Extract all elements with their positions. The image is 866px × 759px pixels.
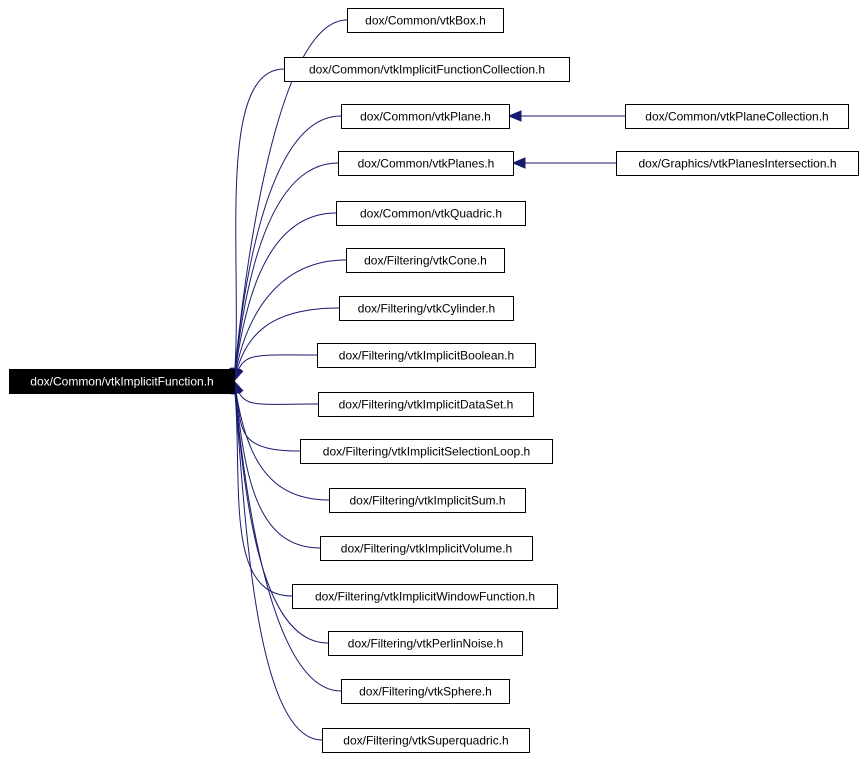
node-box xyxy=(616,151,859,176)
node-label: dox/Filtering/vtkImplicitDataSet.h xyxy=(339,398,514,412)
edge-n7-to-root xyxy=(233,354,318,382)
edge-n1-to-root xyxy=(233,68,285,382)
node-label: dox/Filtering/vtkImplicitBoolean.h xyxy=(339,349,514,363)
node-box xyxy=(346,248,505,273)
graph-node[interactable]: dox/Common/vtkBox.h xyxy=(347,8,504,33)
node-box xyxy=(341,104,510,129)
graph-node[interactable]: dox/Filtering/vtkImplicitSelectionLoop.h xyxy=(300,439,553,464)
node-box xyxy=(292,584,558,609)
graph-node[interactable]: dox/Filtering/vtkCylinder.h xyxy=(339,296,514,321)
node-label: dox/Common/vtkQuadric.h xyxy=(360,207,502,221)
graph-node[interactable]: dox/Filtering/vtkCone.h xyxy=(346,248,505,273)
graph-node[interactable]: dox/Filtering/vtkPerlinNoise.h xyxy=(328,631,523,656)
node-label: dox/Filtering/vtkImplicitWindowFunction.… xyxy=(315,590,535,604)
node-label: dox/Filtering/vtkPerlinNoise.h xyxy=(348,637,503,651)
nodes-layer: dox/Common/vtkBox.h dox/Common/vtkImplici… xyxy=(9,8,859,753)
node-label: dox/Common/vtkPlaneCollection.h xyxy=(645,110,828,124)
node-box xyxy=(322,728,530,753)
edge-n9-to-root xyxy=(233,380,301,452)
node-box xyxy=(341,679,510,704)
edge-n3-to-root xyxy=(233,162,339,382)
edge-n8-to-root xyxy=(233,380,319,405)
graph-node[interactable]: dox/Common/vtkQuadric.h xyxy=(336,201,526,226)
graph-node[interactable]: dox/Filtering/vtkImplicitBoolean.h xyxy=(317,343,536,368)
node-box xyxy=(336,201,526,226)
node-box xyxy=(339,296,514,321)
node-label: dox/Common/vtkBox.h xyxy=(365,14,486,28)
edge-n4-to-root xyxy=(233,212,337,382)
arrowhead-n16-to-n2 xyxy=(507,110,522,122)
node-label: dox/Filtering/vtkImplicitSelectionLoop.h xyxy=(323,445,530,459)
node-box xyxy=(328,631,523,656)
edge-n6-to-root xyxy=(233,307,340,382)
edges-layer xyxy=(229,19,626,741)
node-box xyxy=(347,8,504,33)
node-label: dox/Graphics/vtkPlanesIntersection.h xyxy=(638,157,836,171)
node-box xyxy=(320,536,533,561)
graph-node[interactable]: dox/Graphics/vtkPlanesIntersection.h xyxy=(616,151,859,176)
node-label: dox/Filtering/vtkCylinder.h xyxy=(358,302,495,316)
graph-node[interactable]: dox/Filtering/vtkImplicitSum.h xyxy=(329,488,526,513)
root-node-box xyxy=(9,369,235,394)
node-label: dox/Filtering/vtkSuperquadric.h xyxy=(343,734,508,748)
node-box xyxy=(300,439,553,464)
node-label: dox/Common/vtkPlanes.h xyxy=(358,157,495,171)
graph-node[interactable]: dox/Common/vtkPlaneCollection.h xyxy=(625,104,849,129)
node-label: dox/Filtering/vtkSphere.h xyxy=(359,685,492,699)
edge-n10-to-root xyxy=(233,380,330,501)
node-box xyxy=(338,151,514,176)
edge-n15-to-root xyxy=(233,380,323,741)
edge-n5-to-root xyxy=(233,259,347,382)
edge-n11-to-root xyxy=(233,380,321,549)
graph-node[interactable]: dox/Common/vtkPlane.h xyxy=(341,104,510,129)
node-box xyxy=(317,343,536,368)
graph-node[interactable]: dox/Common/vtkImplicitFunctionCollection… xyxy=(284,57,570,82)
edge-n12-to-root xyxy=(233,380,293,597)
node-label: dox/Common/vtkImplicitFunctionCollection… xyxy=(309,63,545,77)
graph-node[interactable]: dox/Filtering/vtkImplicitVolume.h xyxy=(320,536,533,561)
node-label: dox/Filtering/vtkImplicitSum.h xyxy=(349,494,505,508)
graph-node[interactable]: dox/Filtering/vtkImplicitWindowFunction.… xyxy=(292,584,558,609)
node-label: dox/Common/vtkPlane.h xyxy=(360,110,491,124)
graph-node[interactable]: dox/Filtering/vtkSphere.h xyxy=(341,679,510,704)
root-node[interactable]: dox/Common/vtkImplicitFunction.h xyxy=(9,369,235,394)
node-box xyxy=(318,392,534,417)
edge-n2-to-root xyxy=(233,115,342,382)
node-box xyxy=(284,57,570,82)
node-label: dox/Filtering/vtkImplicitVolume.h xyxy=(341,542,512,556)
node-box xyxy=(625,104,849,129)
arrowhead-n17-to-n3 xyxy=(511,157,526,169)
graph-node[interactable]: dox/Common/vtkPlanes.h xyxy=(338,151,514,176)
graph-node[interactable]: dox/Filtering/vtkSuperquadric.h xyxy=(322,728,530,753)
edge-n14-to-root xyxy=(233,380,342,692)
node-box xyxy=(329,488,526,513)
graph-node[interactable]: dox/Filtering/vtkImplicitDataSet.h xyxy=(318,392,534,417)
root-node-label: dox/Common/vtkImplicitFunction.h xyxy=(30,375,213,389)
node-label: dox/Filtering/vtkCone.h xyxy=(364,254,487,268)
